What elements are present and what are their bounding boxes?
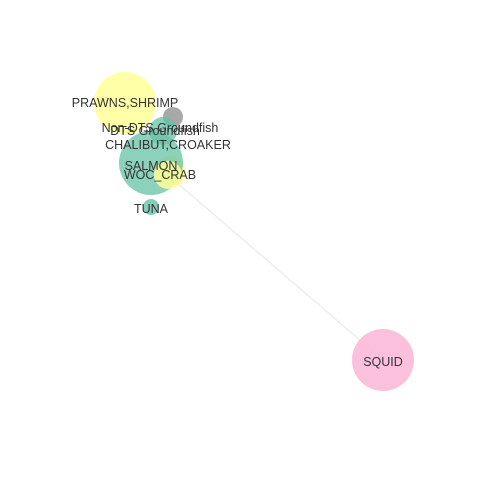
node-label-squid: SQUID <box>363 355 403 369</box>
node-woc_crab[interactable] <box>154 161 182 189</box>
node-label-prawns_shrimp: PRAWNS,SHRIMP <box>72 96 179 110</box>
node-label-dts_groundfish: DTS Groundfish <box>110 124 200 138</box>
node-label-non_dts_groundfish: Non-DTS Groundfish <box>102 121 219 135</box>
node-label-woc_crab: WOC_CRAB <box>124 168 196 182</box>
node-prawns_shrimp[interactable] <box>94 72 156 134</box>
node-layer <box>94 72 414 391</box>
edge-layer <box>167 174 384 361</box>
edge-woc_crab-squid <box>167 174 384 361</box>
node-label-tuna: TUNA <box>134 202 169 216</box>
node-tuna[interactable] <box>143 199 159 215</box>
node-squid[interactable] <box>352 329 414 391</box>
node-label-halibut_croaker: CHALIBUT,CROAKER <box>105 138 231 152</box>
node-label-salmon: SALMON <box>125 159 178 173</box>
